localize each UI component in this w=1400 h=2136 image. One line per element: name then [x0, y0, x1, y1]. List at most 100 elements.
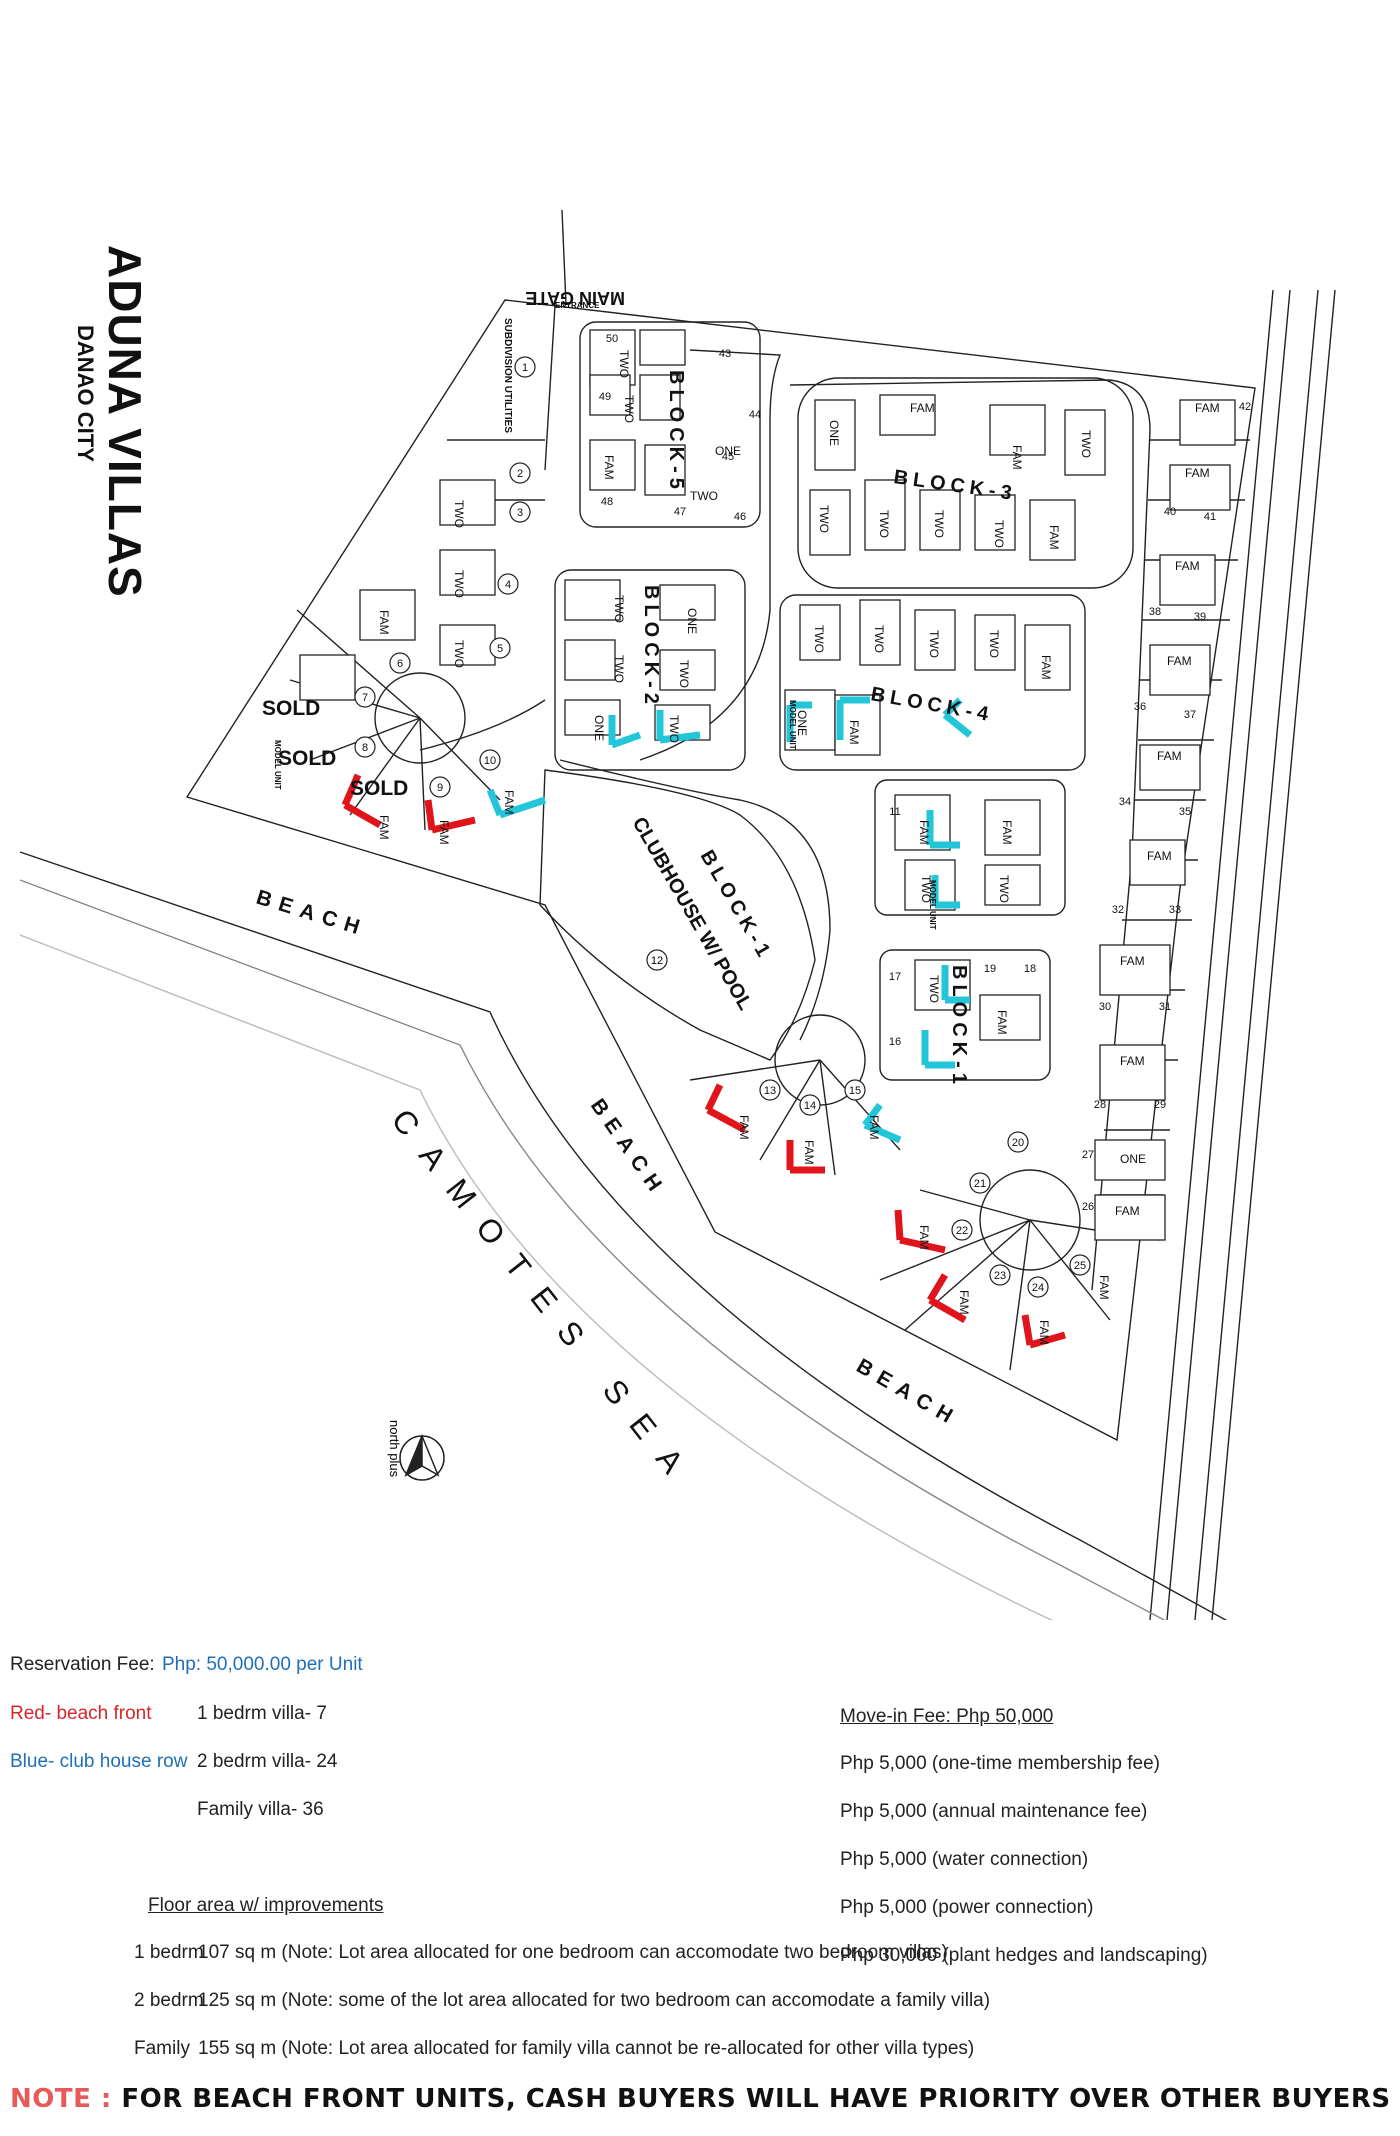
lot-number-10: 10: [484, 755, 496, 767]
move-in-fee-title: Move-in Fee: Php 50,000: [840, 1706, 1054, 1727]
club-house-row-legend: Blue- club house row: [10, 1751, 188, 1772]
block-5-label: BLOCK-5: [665, 370, 687, 494]
svg-text:FAM: FAM: [995, 1010, 1009, 1035]
block-4b-outline: [874, 779, 1066, 916]
svg-text:TWO: TWO: [612, 595, 626, 623]
unit-highlights: [341, 696, 1066, 1349]
svg-text:FAM: FAM: [1185, 466, 1210, 480]
lot-number-21: 21: [974, 1178, 986, 1190]
svg-text:ONE: ONE: [1120, 1152, 1146, 1166]
lot-number-13: 13: [764, 1085, 776, 1097]
svg-text:ONE: ONE: [715, 444, 741, 458]
svg-text:TWO: TWO: [987, 630, 1001, 658]
house-footprints: [299, 329, 1236, 1241]
svg-text:TWO: TWO: [622, 395, 636, 423]
beach-label-1: BEACH: [254, 886, 370, 942]
page-subtitle: DANAO CITY: [73, 325, 98, 462]
lot-number-9: 9: [437, 782, 443, 794]
svg-text:FAM: FAM: [1157, 749, 1182, 763]
svg-text:FAM: FAM: [1167, 654, 1192, 668]
lot-number-11: 11: [889, 806, 900, 818]
lot-number-4: 4: [505, 579, 511, 591]
floor-type-2: 2 bedrm: [134, 1990, 204, 2011]
svg-text:FAM: FAM: [377, 610, 391, 635]
svg-text:FAM: FAM: [1120, 1054, 1145, 1068]
svg-text:FAM: FAM: [377, 815, 391, 840]
floor-area-2: 125 sq m (Note: some of the lot area all…: [198, 1990, 991, 2011]
highway-edge-3: [1194, 289, 1319, 1620]
road-west: [419, 699, 546, 751]
svg-text:ONE: ONE: [685, 608, 699, 634]
svg-text:TWO: TWO: [612, 655, 626, 683]
lot-number-23: 23: [994, 1270, 1006, 1282]
svg-text:FAM: FAM: [1175, 559, 1200, 573]
model-unit-label-3: MODEL UNIT: [928, 880, 937, 930]
count-family: Family villa- 36: [197, 1799, 324, 1820]
count-one-bedroom: 1 bedrm villa- 7: [197, 1703, 327, 1724]
svg-text:TWO: TWO: [919, 875, 933, 903]
utilities-label: SUBDIVISION UTILITIES: [502, 318, 513, 433]
svg-text:TWO: TWO: [877, 510, 891, 538]
note-label: NOTE :: [10, 2084, 112, 2114]
svg-text:FAM: FAM: [917, 1225, 931, 1250]
gate-road: [544, 209, 567, 471]
block-3-outline: [797, 377, 1134, 589]
lot-number-40: 40: [1164, 506, 1176, 518]
lot-number-47: 47: [674, 506, 686, 518]
svg-text:TWO: TWO: [872, 625, 886, 653]
lot-number-24: 24: [1032, 1282, 1044, 1294]
highway-edge-1: [1149, 289, 1274, 1620]
lot-number-15: 15: [849, 1085, 861, 1097]
svg-text:TWO: TWO: [932, 510, 946, 538]
svg-text:TWO: TWO: [992, 520, 1006, 548]
svg-text:FAM: FAM: [1120, 954, 1145, 968]
page-title: ADUNA VILLAS: [99, 245, 151, 598]
svg-text:TWO: TWO: [617, 350, 631, 378]
block-1b-label: BLOCK-1: [948, 965, 970, 1089]
svg-text:FAM: FAM: [802, 1140, 816, 1165]
reservation-fee-label: Reservation Fee:: [10, 1654, 155, 1675]
svg-text:FAM: FAM: [1195, 401, 1220, 415]
svg-text:FAM: FAM: [1147, 849, 1172, 863]
lot-number-1: 1: [522, 362, 528, 374]
svg-text:TWO: TWO: [667, 715, 681, 743]
move-in-item-5: Php 30,000 (plant hedges and landscaping…: [840, 1945, 1208, 1966]
lot-number-6: 6: [397, 658, 403, 670]
lot-number-34: 34: [1119, 796, 1131, 808]
north-label: north plus: [387, 1420, 402, 1478]
model-unit-label-2: MODEL UNIT: [788, 700, 797, 750]
svg-text:FAM: FAM: [1000, 820, 1014, 845]
block-2-outline: [554, 569, 746, 771]
lot-number-35: 35: [1179, 806, 1191, 818]
entrance-label: ENTRANCE: [555, 301, 600, 310]
reservation-fee-value: Php: 50,000.00 per Unit: [162, 1654, 363, 1675]
lot-number-2: 2: [517, 468, 523, 480]
svg-text:FAM: FAM: [910, 401, 935, 415]
svg-text:TWO: TWO: [452, 570, 466, 598]
lot-number-36: 36: [1134, 701, 1146, 713]
move-in-item-1: Php 5,000 (one-time membership fee): [840, 1753, 1160, 1774]
svg-text:FAM: FAM: [1010, 445, 1024, 470]
svg-text:TWO: TWO: [452, 500, 466, 528]
count-two-bedroom: 2 bedrm villa- 24: [197, 1751, 338, 1772]
svg-text:FAM: FAM: [847, 720, 861, 745]
lot-number-49: 49: [599, 391, 611, 403]
svg-text:FAM: FAM: [917, 820, 931, 845]
note-text: FOR BEACH FRONT UNITS, CASH BUYERS WILL …: [121, 2084, 1391, 2114]
svg-text:ONE: ONE: [827, 420, 841, 446]
sold-label-3: SOLD: [350, 777, 408, 800]
road-club: [559, 759, 831, 1041]
block-4-label: BLOCK-4: [869, 683, 995, 726]
sold-label-2: SOLD: [278, 747, 336, 770]
lot-number-17: 17: [889, 971, 901, 983]
site-plan-map: TWO TWO FAM TWO ONE ONE FAM FAM TWO TWO …: [19, 209, 1336, 1620]
svg-text:FAM: FAM: [1097, 1275, 1111, 1300]
lot-number-22: 22: [956, 1225, 968, 1237]
cul-de-sac-east: [979, 1169, 1081, 1271]
block-4-outline: [779, 594, 1086, 771]
lot-number-38: 38: [1149, 606, 1161, 618]
lot-number-25: 25: [1074, 1260, 1086, 1272]
svg-text:TWO: TWO: [817, 505, 831, 533]
floor-area-3: 155 sq m (Note: Lot area allocated for f…: [198, 2038, 975, 2059]
